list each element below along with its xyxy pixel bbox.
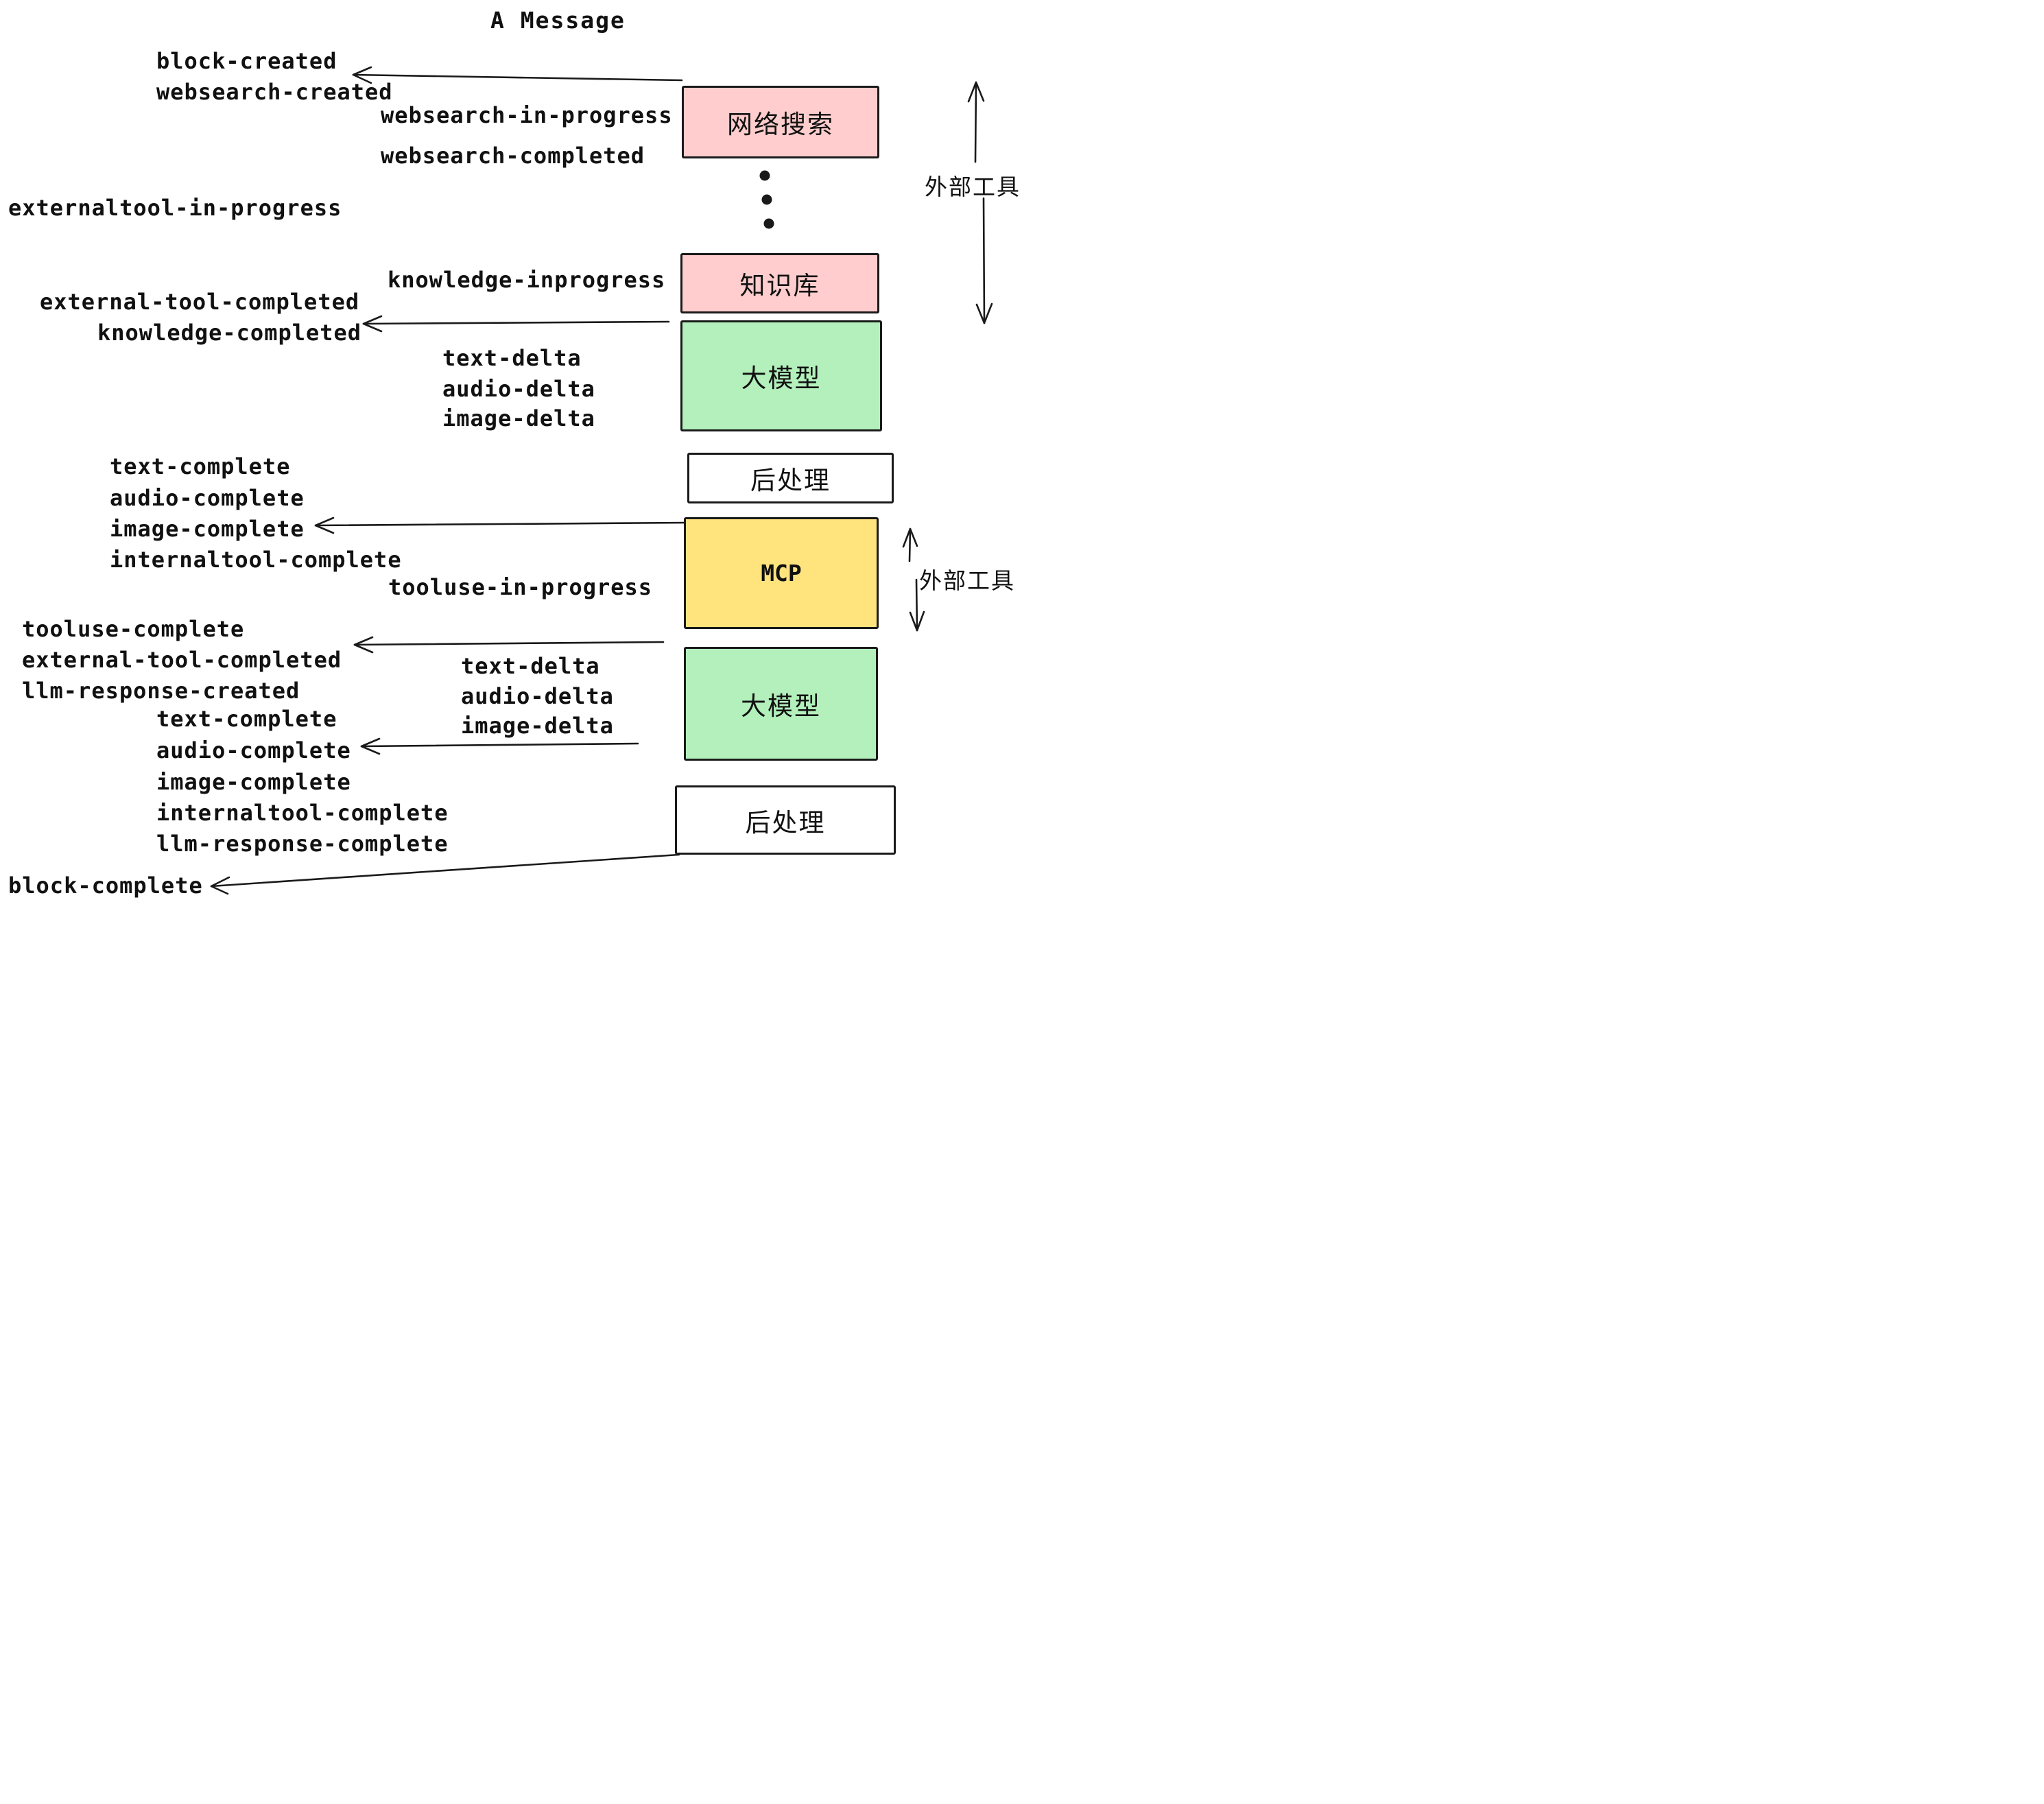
arrow-image-complete-head	[314, 517, 335, 534]
box-postprocess-1-label: 后处理	[750, 466, 831, 495]
side-label-external-tools-top: 外部工具	[925, 174, 1021, 200]
event-image-delta-1: image-delta	[442, 405, 595, 431]
event-block-created: block-created	[156, 48, 337, 74]
event-internaltool-complete-1: internaltool-complete	[110, 547, 402, 573]
event-tooluse-complete: tooluse-complete	[22, 616, 245, 642]
box-llm-2: 大模型	[684, 647, 878, 761]
diagram-canvas: A Message	[0, 0, 1022, 902]
event-websearch-in-progress: websearch-in-progress	[381, 102, 673, 128]
box-websearch: 网络搜索	[682, 86, 879, 158]
arrow-knowledge-completed	[362, 320, 670, 325]
box-websearch-label: 网络搜索	[727, 110, 834, 139]
event-text-complete-2: text-complete	[156, 706, 337, 732]
event-tooluse-in-progress: tooluse-in-progress	[388, 574, 653, 600]
arrow-block-complete-head	[210, 876, 230, 895]
box-knowledge-label: 知识库	[739, 272, 820, 300]
box-postprocess-2-label: 后处理	[745, 808, 826, 837]
event-image-complete-2: image-complete	[156, 769, 351, 795]
event-block-complete: block-complete	[8, 873, 203, 899]
event-audio-delta-2: audio-delta	[461, 683, 614, 709]
event-text-complete-1: text-complete	[110, 453, 291, 479]
arrow-websearch-created	[352, 73, 683, 82]
event-text-delta-1: text-delta	[442, 345, 582, 371]
event-audio-delta-1: audio-delta	[442, 376, 595, 402]
box-knowledge: 知识库	[680, 253, 879, 313]
box-llm-1-label: 大模型	[741, 364, 822, 392]
event-knowledge-completed: knowledge-completed	[97, 320, 362, 346]
event-externaltool-in-progress: externaltool-in-progress	[8, 195, 342, 221]
arrow-tooluse-complete-head	[353, 636, 374, 654]
event-external-tool-completed-2: external-tool-completed	[22, 647, 342, 673]
down-arrow-external-tools-bottom	[915, 578, 918, 632]
side-label-external-tools-bottom: 外部工具	[919, 568, 1015, 593]
arrow-audio-complete-head	[360, 737, 381, 755]
event-websearch-created: websearch-created	[156, 79, 393, 105]
down-arrow-external-tools-top-head	[975, 302, 993, 324]
arrow-tooluse-complete	[353, 641, 665, 646]
event-image-delta-2: image-delta	[461, 713, 614, 739]
event-external-tool-completed-1: external-tool-completed	[40, 289, 360, 315]
box-llm-2-label: 大模型	[741, 692, 821, 720]
down-arrow-external-tools-bottom-head	[909, 610, 925, 632]
ellipsis-dots	[759, 170, 774, 229]
box-postprocess-1: 后处理	[687, 453, 894, 503]
arrow-audio-complete	[360, 742, 639, 748]
event-llm-response-created: llm-response-created	[22, 678, 300, 704]
diagram-title: A Message	[490, 7, 626, 34]
event-knowledge-inprogress: knowledge-inprogress	[388, 267, 666, 293]
event-audio-complete-2: audio-complete	[156, 737, 351, 763]
arrow-knowledge-completed-head	[362, 315, 383, 333]
event-websearch-completed: websearch-completed	[381, 143, 645, 169]
arrow-image-complete	[314, 521, 687, 527]
event-internaltool-complete-2: internaltool-complete	[156, 800, 449, 826]
event-text-delta-2: text-delta	[461, 653, 600, 679]
event-audio-complete-1: audio-complete	[110, 485, 305, 511]
up-arrow-external-tools-bottom-head	[902, 527, 918, 548]
box-mcp-label: MCP	[761, 560, 802, 586]
box-mcp: MCP	[684, 517, 879, 629]
event-llm-response-complete: llm-response-complete	[156, 831, 449, 857]
arrow-block-complete	[210, 853, 680, 888]
event-image-complete-1: image-complete	[110, 516, 305, 542]
box-postprocess-2: 后处理	[675, 785, 896, 855]
box-llm-1: 大模型	[680, 320, 882, 431]
up-arrow-external-tools-top-head	[967, 81, 985, 103]
up-arrow-external-tools-top	[974, 81, 977, 163]
